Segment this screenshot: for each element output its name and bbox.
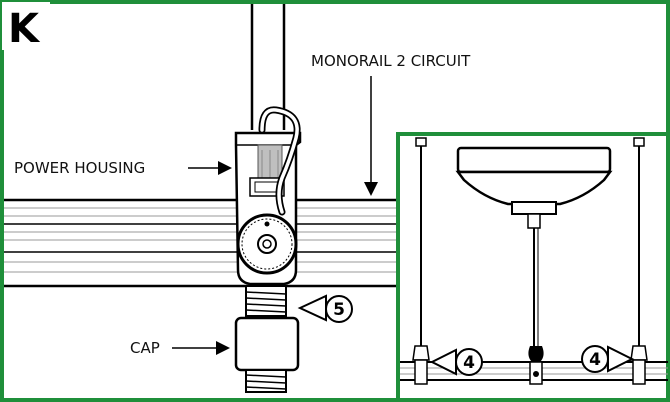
cap-label: CAP — [130, 339, 160, 357]
inset-detail-panel: 4 4 — [396, 132, 670, 402]
monorail-rail — [4, 198, 400, 288]
step-4-right-marker: 4 — [581, 345, 635, 373]
monorail-label: MONORAIL 2 CIRCUIT — [311, 52, 471, 70]
cap — [234, 316, 300, 393]
step-5-marker: 5 — [297, 294, 353, 323]
power-housing-label: POWER HOUSING — [14, 159, 145, 177]
step-5-label: 5 — [333, 300, 345, 320]
threaded-stud — [245, 285, 287, 317]
step-4-left-marker: 4 — [429, 348, 483, 376]
inset-canopy — [455, 146, 613, 229]
callout-cap: CAP — [130, 339, 230, 357]
panel-letter: K — [8, 6, 41, 52]
inset-stems — [412, 137, 648, 361]
callout-monorail: MONORAIL 2 CIRCUIT — [311, 52, 471, 196]
step-4-left-label: 4 — [463, 353, 475, 373]
power-housing — [234, 106, 302, 286]
step-4-right-label: 4 — [589, 350, 601, 370]
callout-power-housing: POWER HOUSING — [14, 159, 232, 177]
